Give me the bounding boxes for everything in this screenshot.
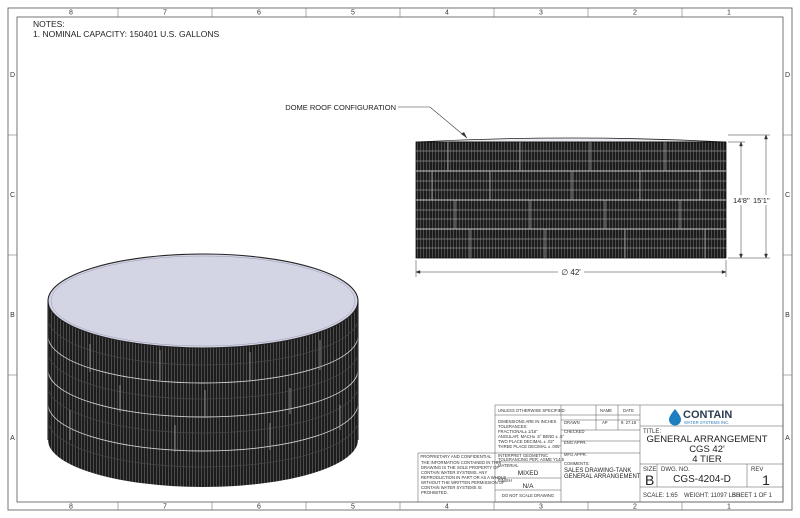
notes-block: NOTES: 1. NOMINAL CAPACITY: 150401 U.S. …: [33, 19, 219, 39]
zone-col-8-bottom: 8: [69, 504, 73, 511]
interpret-line-1: INTERPRET GEOMETRIC: [498, 453, 548, 458]
mfg-appr-label: MFG APPR.: [564, 452, 587, 457]
sheet-text: SHEET 1 OF 1: [732, 493, 773, 499]
diameter-label: ∅ 42': [561, 268, 581, 277]
tolerance-line-5: TWO PLACE DECIMAL ± .02": [498, 439, 555, 444]
zone-row-b-left: B: [10, 312, 15, 319]
zone-col-6-bottom: 6: [257, 504, 261, 511]
zone-row-d-left: D: [10, 72, 15, 79]
zone-row-d-right: D: [785, 72, 790, 79]
zone-col-4-bottom: 4: [445, 504, 449, 511]
title-line-2: CGS 42': [689, 444, 725, 455]
tolerance-line-1: DIMENSIONS ARE IN INCHES: [498, 419, 557, 424]
proprietary-title: PROPRIETARY AND CONFIDENTIAL: [420, 454, 492, 459]
tolerance-line-4: ANGULAR: MACH± .5° BEND ± .5°: [498, 434, 564, 439]
zone-col-5-top: 5: [351, 10, 355, 17]
company-subtitle: WATER SYSTEMS INC.: [684, 420, 729, 425]
zone-ticks: [8, 8, 792, 510]
comments-line-1: SALES DRAWING-TANK: [564, 468, 631, 474]
material-value: MIXED: [518, 470, 539, 477]
proprietary-line-7: PROHIBITED.: [421, 490, 448, 495]
title-block: CONTAIN WATER SYSTEMS INC. TITLE: GENERA…: [417, 404, 784, 503]
dwg-no-value: CGS-4204-D: [673, 474, 731, 485]
dwg-no-label: DWG. NO.: [661, 467, 690, 473]
zone-col-2-bottom: 2: [633, 504, 637, 511]
zone-col-3-bottom: 3: [539, 504, 543, 511]
water-drop-icon: [669, 409, 681, 426]
title-line-3: 4 TIER: [692, 454, 722, 465]
company-logo: CONTAIN WATER SYSTEMS INC.: [669, 409, 732, 426]
finish-label: FINISH: [498, 478, 512, 483]
note-item-1: 1. NOMINAL CAPACITY: 150401 U.S. GALLONS: [33, 29, 220, 39]
drawn-date: 9. 27.18: [621, 420, 637, 425]
comments-line-2: GENERAL ARRANGEMENT: [564, 474, 641, 480]
zone-col-5-bottom: 5: [351, 504, 355, 511]
rev-label: REV: [751, 467, 763, 473]
unless-specified: UNLESS OTHERWISE SPECIFIED:: [498, 408, 566, 413]
tank-isometric-view: [47, 253, 359, 487]
tolerance-line-2: TOLERANCES:: [498, 424, 527, 429]
zone-col-1-top: 1: [727, 10, 731, 17]
tolerance-line-3: FRACTIONAL± 1/16": [498, 429, 538, 434]
dome-roof: [415, 137, 727, 143]
rev-value: 1: [762, 472, 770, 488]
weight-text: WEIGHT: 11097 LBS: [684, 493, 740, 499]
callout-label: DOME ROOF CONFIGURATION: [285, 103, 396, 112]
zone-col-2-top: 2: [633, 10, 637, 17]
tank-elevation-view: [415, 137, 727, 259]
zone-col-8-top: 8: [69, 10, 73, 17]
zone-row-c-right: C: [785, 192, 790, 199]
eng-appr-label: ENG APPR.: [564, 440, 587, 445]
zone-row-a-left: A: [10, 435, 15, 442]
height-outer-label: 15'1": [753, 196, 770, 205]
no-scale-text: DO NOT SCALE DRAWING: [502, 493, 554, 498]
date-column-label: DATE: [623, 408, 634, 413]
name-column-label: NAME: [600, 408, 612, 413]
zone-col-4-top: 4: [445, 10, 449, 17]
drawn-name: AP: [602, 420, 608, 425]
tank-top-surface: [47, 253, 359, 349]
title-label: TITLE:: [643, 429, 661, 435]
proprietary-line-3: CONTAIN WATER SYSTEMS. ANY: [421, 470, 487, 475]
zone-col-3-top: 3: [539, 10, 543, 17]
proprietary-line-6: CONTAIN WATER SYSTEMS IS: [421, 485, 482, 490]
checked-label: CHECKED: [564, 429, 584, 434]
dome-roof-callout: DOME ROOF CONFIGURATION: [285, 103, 468, 139]
zone-col-7-bottom: 7: [163, 504, 167, 511]
zone-col-7-top: 7: [163, 10, 167, 17]
proprietary-line-5: WITHOUT THE WRITTEN PERMISSION OF: [421, 480, 505, 485]
proprietary-line-4: REPRODUCTION IN PART OR AS A WHOLE: [421, 475, 506, 480]
zone-col-6-top: 6: [257, 10, 261, 17]
size-label: SIZE: [643, 467, 656, 473]
interpret-line-2: TOLERANCING PER: ASME Y14.5: [498, 457, 565, 462]
proprietary-line-2: DRAWING IS THE SOLE PROPERTY OF: [421, 465, 499, 470]
proprietary-line-1: THE INFORMATION CONTAINED IN THIS: [421, 460, 501, 465]
tolerance-line-6: THREE PLACE DECIMAL ± .005": [498, 444, 561, 449]
zone-col-1-bottom: 1: [727, 504, 731, 511]
notes-heading: NOTES:: [33, 19, 65, 29]
size-value: B: [645, 472, 654, 488]
comments-label: COMMENTS:: [564, 461, 590, 466]
scale-text: SCALE: 1:65: [643, 493, 678, 499]
drawn-label: DRAWN: [564, 420, 580, 425]
finish-value: N/A: [523, 483, 535, 490]
zone-row-a-right: A: [785, 435, 790, 442]
zone-row-b-right: B: [785, 312, 790, 319]
material-label: MATERIAL: [498, 463, 519, 468]
zone-row-c-left: C: [10, 192, 15, 199]
company-name: CONTAIN: [683, 409, 732, 421]
title-line-1: GENERAL ARRANGEMENT: [646, 434, 767, 445]
height-inner-label: 14'8": [733, 196, 750, 205]
